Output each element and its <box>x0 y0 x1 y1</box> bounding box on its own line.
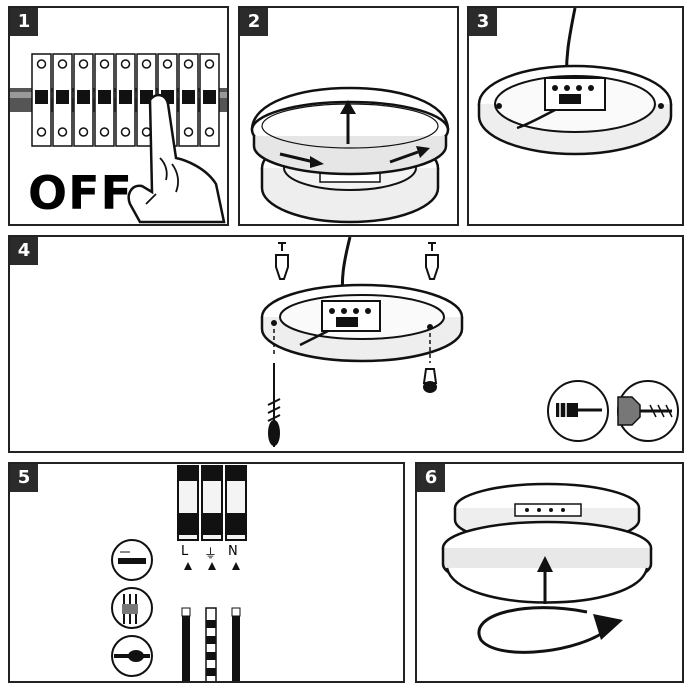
breaker-screw <box>57 127 68 137</box>
breaker-screw <box>78 127 89 137</box>
breaker-screw <box>99 127 110 137</box>
strip-wire-icon <box>111 539 153 581</box>
breaker-screw <box>162 59 173 69</box>
terminal-block-icon <box>177 465 247 681</box>
step-1-panel: 1 OFF <box>8 6 229 226</box>
twist-wire-icon <box>111 635 153 677</box>
breaker-screw <box>120 127 131 137</box>
insert-wire-icon <box>111 587 153 629</box>
breaker-screw <box>36 127 47 137</box>
breaker-screw <box>183 59 194 69</box>
step-number: 1 <box>10 8 38 36</box>
drill-icon <box>617 380 679 442</box>
up-arrow-icon <box>537 556 553 604</box>
terminal-label-n: N <box>228 544 238 559</box>
step-2-panel: 2 <box>238 6 459 226</box>
breaker-screw <box>99 59 110 69</box>
lamp-cover-icon <box>250 86 450 224</box>
off-label: OFF <box>28 166 133 220</box>
breaker-switch <box>35 90 48 104</box>
step-6-panel: 6 <box>415 462 684 683</box>
screwdriver-icon <box>547 380 609 442</box>
step-5-panel: 5 L ⏚ N <box>8 462 405 683</box>
breaker-screw <box>141 59 152 69</box>
rotate-arrows-icon <box>279 146 430 168</box>
breaker-screw <box>120 59 131 69</box>
breaker-screw <box>57 59 68 69</box>
breaker-screw <box>204 127 215 137</box>
terminal-block-icon <box>516 77 606 130</box>
breaker-switch <box>203 90 216 104</box>
breaker-switch <box>56 90 69 104</box>
step-3-panel: 3 <box>467 6 684 226</box>
breaker-switch <box>98 90 111 104</box>
breaker-switch <box>77 90 90 104</box>
step-number: 3 <box>469 8 497 36</box>
breaker-screw <box>183 127 194 137</box>
terminal-label-earth: ⏚ <box>204 547 218 562</box>
step-number: 2 <box>240 8 268 36</box>
breaker-switch <box>119 90 132 104</box>
step-number: 4 <box>10 237 38 265</box>
breaker-panel-icon <box>10 53 227 147</box>
step-number: 6 <box>417 464 445 492</box>
lamp-cover-icon <box>441 482 653 604</box>
terminal-block-icon <box>299 300 381 347</box>
breaker-screw <box>36 59 47 69</box>
hand-pointer-icon <box>127 93 226 224</box>
breaker-switch <box>182 90 195 104</box>
wall-plug-icon <box>267 363 438 447</box>
step-4-panel: 4 <box>8 235 684 453</box>
breaker-screw <box>204 59 215 69</box>
screw-icon <box>273 242 439 363</box>
terminal-label-l: L <box>181 544 189 559</box>
rotate-arrow-icon <box>477 606 623 654</box>
step-number: 5 <box>10 464 38 492</box>
breaker-screw <box>78 59 89 69</box>
up-arrow-icon <box>340 100 356 144</box>
